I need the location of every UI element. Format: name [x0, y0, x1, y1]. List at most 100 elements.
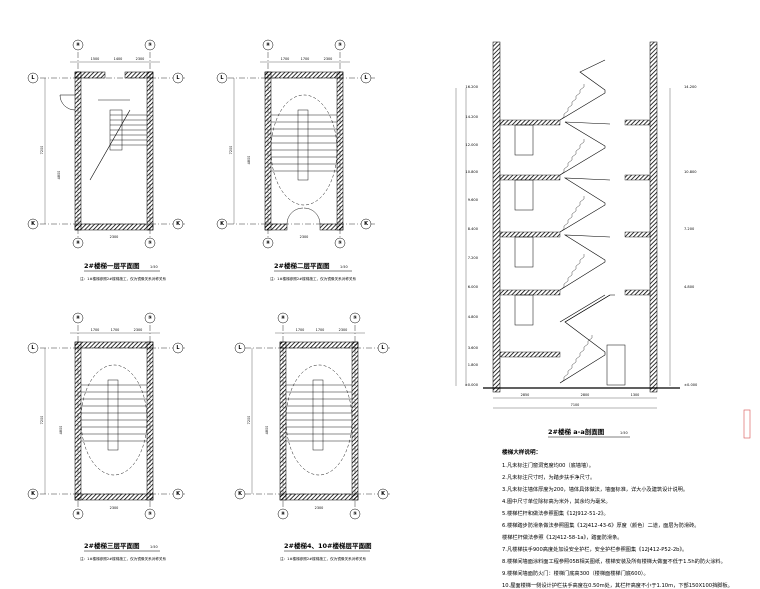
grid-row-top-right: L [176, 345, 180, 351]
p1-top-dim-2: 1400 [114, 57, 123, 61]
grid-col-a: ⑧ [281, 315, 285, 321]
elev-right-3: 7.200 [684, 227, 695, 231]
p2-side-dim-2: 4800 [247, 156, 251, 165]
p4-scale: 1:50 [360, 545, 368, 549]
note-2: 2.凡未标注尺寸时，为踏步扶手净尺寸。 [502, 473, 595, 481]
p4-title: 2#楼梯4、10#楼梯层平面图 [284, 541, 372, 550]
grid-col-b-bottom: ⑨ [353, 511, 357, 517]
note-4: 4.图中尺寸单位除标高为米外，其余均为毫米。 [502, 497, 611, 505]
p4-side-dim-1: 7200 [247, 416, 251, 425]
grid-row-bottom: K [31, 491, 36, 497]
elev-right-4: 4.800 [684, 285, 695, 289]
grid-row-bottom-right: K [176, 221, 181, 227]
grid-row-bottom: K [31, 221, 36, 227]
elev-left-5: 9.600 [468, 198, 479, 202]
section-scale: 1:50 [620, 431, 628, 435]
p1-title: 2#楼梯一层平面图 [84, 261, 140, 270]
note-8: 8.楼梯间墙面涂料面工程参照05B相关图纸，楼梯安装及所有楼梯大做面不低于1.5… [502, 557, 726, 565]
elev-right-1: 14.200 [684, 85, 697, 89]
grid-col-a-bottom: ⑧ [281, 511, 285, 517]
note-5: 5.楼梯栏杆和做法参照图集《12J912-51-2》。 [502, 509, 609, 517]
plan-floor-2: ⑧ ⑨ ⑧ ⑨ L K L K 1700 1700 2300 2300 7200… [216, 39, 375, 281]
p1-side-dim-2: 4800 [57, 171, 61, 180]
elev-left-4: 10.800 [465, 170, 478, 174]
plan-floor-1: ⑧ ⑨ ⑧ ⑨ L K L K 1500 1400 2300 2300 7200… [27, 39, 185, 281]
note-3: 3.凡未标注墙体厚度为200，墙体具体做法，墙面标准，详大小及建筑设计说明。 [502, 485, 688, 493]
elev-left-9: 4.800 [468, 315, 479, 319]
p4-top-dim-3: 2300 [339, 328, 348, 332]
p3-scale: 1:50 [150, 545, 158, 549]
grid-row-bottom-right: K [364, 221, 369, 227]
grid-col-b-bottom: ⑨ [148, 511, 152, 517]
section-title: 2#楼梯 a-a剖面图 [548, 427, 605, 436]
elev-left-2: 14.200 [465, 115, 478, 119]
p3-note: 注：1#楼梯参照2#楼梯施工，仅为镜像关系对称关系 [80, 556, 166, 561]
section-bottom-dim-3: 1300 [631, 393, 640, 397]
note-6b: 楼梯栏杆做法参照《12J412-58-1a》，踏面防滑条。 [502, 533, 622, 541]
elev-left-3: 12.000 [465, 143, 478, 147]
p4-side-dim-2: 4800 [265, 426, 269, 435]
note-6: 6.楼梯踏步防滑条做法参照图集《12J412-43-6》厚度（颜色）二道，面层为… [502, 521, 699, 529]
note-1: 1.凡未标注门窗洞宽度均00（底墙墙）。 [502, 461, 594, 469]
p2-top-dim-2: 1700 [301, 57, 310, 61]
p4-bottom-dim: 2300 [315, 506, 324, 510]
section-aa: 16.200 14.200 12.000 10.800 9.600 8.400 … [455, 41, 698, 438]
section-bottom-dim-2: 2800 [581, 393, 590, 397]
grid-row-bottom-right: K [176, 491, 181, 497]
p2-bottom-dim: 2300 [300, 235, 309, 239]
grid-row-top-right: L [381, 345, 385, 351]
p3-title: 2#楼梯三层平面图 [84, 541, 140, 550]
elev-left-12: ±0.000 [465, 383, 479, 387]
grid-col-a: ⑧ [76, 315, 80, 321]
elev-left-7: 7.200 [468, 256, 479, 260]
p2-top-dim-1: 1700 [281, 57, 290, 61]
p2-title: 2#楼梯二层平面图 [274, 261, 330, 270]
grid-row-top-right: L [364, 75, 368, 81]
p3-side-dim-1: 7200 [40, 416, 44, 425]
p1-note: 注：1#楼梯参照2#楼梯施工，仅为镜像关系对称关系 [80, 276, 166, 281]
p1-side-dim-1: 7200 [40, 146, 44, 155]
grid-row-top: L [31, 75, 35, 81]
p3-top-dim-3: 2300 [134, 328, 143, 332]
grid-col-b: ⑨ [148, 315, 152, 321]
section-total-dim: 7100 [571, 403, 580, 407]
p2-note: 注：1#楼梯参照2#楼梯施工，仅为镜像关系对称关系 [270, 276, 356, 281]
p2-top-dim-3: 2300 [324, 57, 333, 61]
p1-bottom-dim: 2300 [110, 235, 119, 239]
p4-top-dim-1: 1700 [296, 328, 305, 332]
p1-top-dim-1: 1500 [91, 57, 100, 61]
grid-row-bottom-right: K [381, 491, 386, 497]
grid-col-a: ⑧ [76, 42, 80, 48]
p3-bottom-dim: 2300 [110, 506, 119, 510]
p3-top-dim-2: 1700 [111, 328, 120, 332]
p3-top-dim-1: 1700 [91, 328, 100, 332]
grid-row-top: L [220, 75, 224, 81]
grid-col-a: ⑧ [266, 42, 270, 48]
p2-side-dim-1: 7200 [229, 146, 233, 155]
note-9: 9.楼梯间墙面防火门：楼梯门底高300（楼梯面楼梯门底600）。 [502, 569, 649, 577]
p4-top-dim-2: 1700 [316, 328, 325, 332]
p1-scale: 1:50 [150, 265, 158, 269]
grid-col-b: ⑨ [353, 315, 357, 321]
general-notes: 楼梯大样说明： 1.凡未标注门窗洞宽度均00（底墙墙）。 2.凡未标注尺寸时，为… [502, 448, 733, 589]
p4-note: 注：1#楼梯参照2#楼梯施工，仅为镜像关系对称关系 [280, 556, 366, 561]
p3-side-dim-2: 4800 [59, 426, 63, 435]
elev-left-8: 6.000 [468, 285, 479, 289]
grid-col-a-bottom: ⑧ [76, 240, 80, 246]
plan-floor-3: ⑧ ⑨ ⑧ ⑨ L K L K 1700 1700 2300 2300 7200… [27, 312, 185, 561]
stamp-mark [743, 409, 751, 439]
grid-col-b: ⑨ [338, 42, 342, 48]
grid-row-top: L [238, 345, 242, 351]
elev-left-6: 8.400 [468, 227, 479, 231]
grid-col-b-bottom: ⑨ [338, 240, 342, 246]
elev-right-2: 10.800 [684, 170, 697, 174]
grid-row-top-right: L [176, 75, 180, 81]
p1-top-dim-3: 2300 [136, 57, 145, 61]
grid-col-b: ⑨ [148, 42, 152, 48]
grid-col-b-bottom: ⑨ [148, 240, 152, 246]
grid-row-bottom: K [238, 491, 243, 497]
grid-col-a-bottom: ⑧ [76, 511, 80, 517]
elev-left-10: 3.600 [468, 346, 479, 350]
grid-row-top: L [31, 345, 35, 351]
